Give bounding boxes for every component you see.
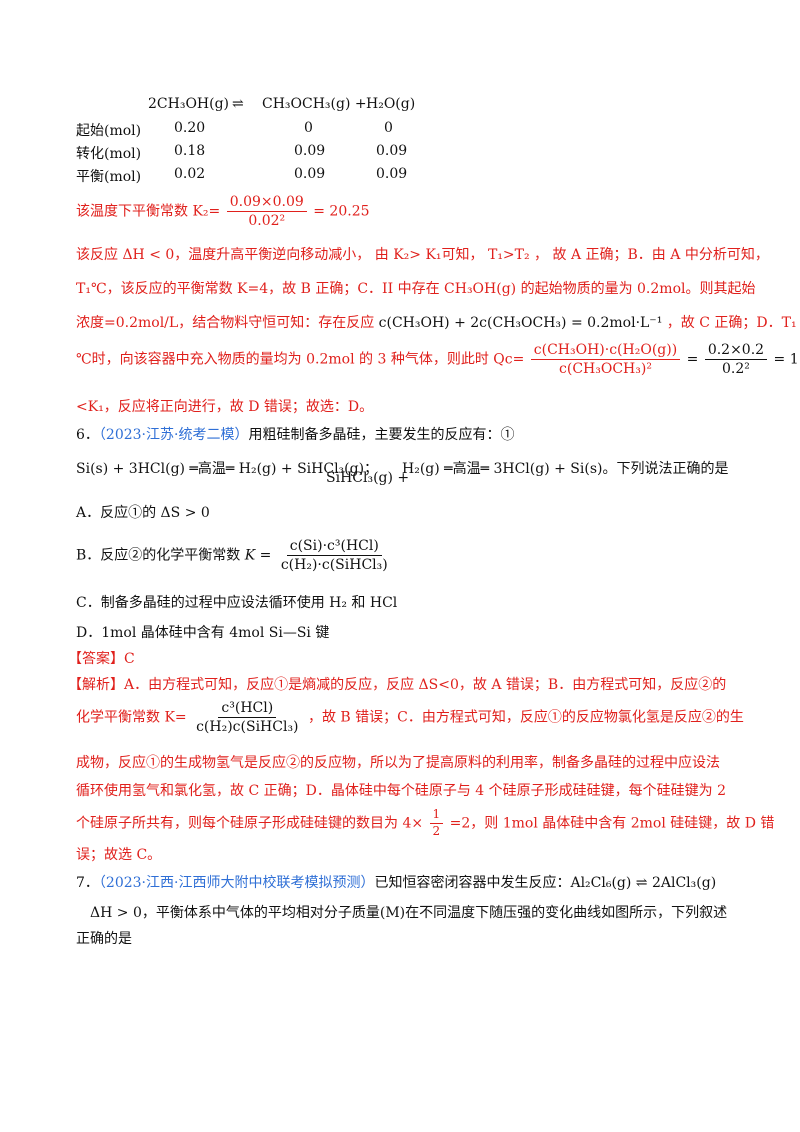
option-c: C．制备多晶硅的过程中应设法循环使用 H₂ 和 HCl: [76, 595, 398, 611]
reaction-equation-1: Si(s) + 3HCl(g) ═高温═ H₂(g) + SiHCl₃(g)；: [76, 461, 379, 477]
qc-value-fraction: 0.2×0.2 0.2²: [704, 342, 768, 378]
conservation-equation: c(CH₃OH) + 2c(CH₃OCH₃) = 0.2mol·L⁻¹: [378, 315, 663, 331]
qc-denominator: c(CH₃OCH₃)²: [559, 361, 652, 378]
explanation-fraction: c³(HCl) c(H₂)c(SiHCl₃): [193, 700, 301, 735]
option-a: A．反应①的 ΔS > 0: [76, 505, 210, 521]
table-cell: 0: [384, 120, 393, 136]
half-numerator: 1: [429, 807, 444, 824]
k2-denominator: 0.02²: [248, 213, 286, 230]
k2-prefix: 该温度下平衡常数 K₂=: [76, 203, 221, 220]
table-row-label: 平衡(mol): [76, 169, 142, 185]
question-stem: 已知恒容密闭容器中发生反应：: [374, 875, 571, 891]
qc-fraction: c(CH₃OH)·c(H₂O(g)) c(CH₃OCH₃)²: [530, 342, 681, 378]
reaction-equation-2: H₂(g) ═高温═ 3HCl(g) + Si(s): [402, 461, 603, 477]
qc-numerator: c(CH₃OH)·c(H₂O(g)): [530, 342, 681, 361]
answer-label: 【答案】C: [68, 651, 135, 667]
reaction-equation-2-rest: H₂(g) ═高温═ 3HCl(g) + Si(s)。下列说法正确的是: [402, 458, 728, 478]
table-cell: 0: [304, 120, 313, 136]
solution-line-1: 该反应 ΔH < 0，温度升高平衡逆向移动减小， 由 K₂> K₁可知， T₁>…: [76, 247, 769, 263]
k2-result: = 20.25: [313, 203, 370, 220]
question-7-stem: 7．（2023·江西·江西师大附中校联考模拟预测）已知恒容密闭容器中发生反应：A…: [76, 872, 716, 892]
table-cell: 0.18: [174, 143, 206, 159]
explanation-text: A．由方程式可知，反应①是熵减的反应，反应 ΔS<0，故 A 错误；B．由方程式…: [124, 677, 727, 693]
solution-line-4-text: ℃时，向该容器中充入物质的量均为 0.2mol 的 3 种气体，则此时 Qc=: [76, 351, 525, 368]
k2-fraction: 0.09×0.09 0.02²: [226, 194, 307, 230]
explanation-line-1: 【解析】A．由方程式可知，反应①是熵减的反应，反应 ΔS<0，故 A 错误；B．…: [68, 674, 726, 694]
question-7-line-3: 正确的是: [76, 931, 132, 947]
question-prompt: 。下列说法正确的是: [602, 461, 729, 477]
solution-line-3: 浓度=0.2mol/L，结合物料守恒可知：存在反应 c(CH₃OH) + 2c(…: [76, 312, 797, 332]
explanation-line-5-tail: =2，则 1mol 晶体硅中含有 2mol 硅硅键，故 D 错: [449, 815, 775, 832]
question-7-line-2: ΔH > 0，平衡体系中气体的平均相对分子质量(M)在不同温度下随压强的变化曲线…: [90, 905, 728, 921]
option-b-denominator: c(H₂)·c(SiHCl₃): [280, 557, 388, 574]
table-cell: 0.09: [294, 143, 326, 159]
table-header-product2: H₂O(g): [366, 96, 416, 112]
question-source: （2023·江苏·统考二模）: [98, 427, 249, 443]
solution-line-3-text: 浓度=0.2mol/L，结合物料守恒可知：存在反应: [76, 315, 375, 331]
qc-result: = 1: [773, 351, 799, 368]
option-b-text: B．反应②的化学平衡常数: [76, 547, 241, 564]
table-header-product1: CH₃OCH₃(g) +: [262, 96, 367, 112]
explanation-line-2-tail: ，故 B 错误；C．由方程式可知，反应①的反应物氯化氢是反应②的生: [307, 709, 744, 726]
reaction-equation-2-reactant: SiHCl₃(g) +: [326, 470, 410, 486]
option-b: B．反应②的化学平衡常数 K = c(Si)·c³(HCl) c(H₂)·c(S…: [76, 538, 393, 573]
solution-line-4: ℃时，向该容器中充入物质的量均为 0.2mol 的 3 种气体，则此时 Qc= …: [76, 342, 799, 378]
question-stem: 用粗硅制备多晶硅，主要发生的反应有：①: [248, 427, 515, 443]
table-cell: 0.09: [376, 143, 408, 159]
solution-line-2: T₁℃，该反应的平衡常数 K=4，故 B 正确；C．II 中存在 CH₃OH(g…: [76, 281, 756, 297]
explanation-line-3: 成物，反应①的生成物氢气是反应②的反应物，所以为了提高原料的利用率，制备多晶硅的…: [76, 755, 720, 771]
question-source: （2023·江西·江西师大附中校联考模拟预测）: [98, 875, 375, 891]
explanation-line-2: 化学平衡常数 K= c³(HCl) c(H₂)c(SiHCl₃) ，故 B 错误…: [76, 700, 744, 735]
table-row-label: 转化(mol): [76, 146, 142, 162]
explanation-line-5-text: 个硅原子所共有，则每个硅原子形成硅硅键的数目为 4×: [76, 815, 424, 832]
option-d: D．1mol 晶体硅中含有 4mol Si—Si 键: [76, 625, 330, 641]
explanation-k-text: 化学平衡常数 K=: [76, 709, 187, 726]
table-header-reactant: 2CH₃OH(g): [148, 96, 230, 112]
question-6-stem: 6．（2023·江苏·统考二模）用粗硅制备多晶硅，主要发生的反应有：①: [76, 424, 514, 444]
explanation-denominator: c(H₂)c(SiHCl₃): [196, 719, 299, 736]
reaction-equation: Al₂Cl₆(g) ⇌ 2AlCl₃(g): [570, 875, 717, 891]
table-row-label: 起始(mol): [76, 123, 142, 139]
solution-line-5: <K₁，反应将正向进行，故 D 错误；故选：D。: [76, 399, 374, 415]
qc-value-numerator: 0.2×0.2: [704, 342, 768, 361]
k2-numerator: 0.09×0.09: [226, 194, 307, 213]
table-header-arrow: ⇌: [232, 96, 244, 112]
table-cell: 0.09: [376, 166, 408, 182]
explanation-line-6: 误；故选 C。: [76, 847, 162, 863]
explanation-numerator: c³(HCl): [218, 700, 277, 719]
option-b-fraction: c(Si)·c³(HCl) c(H₂)·c(SiHCl₃): [278, 538, 391, 573]
explanation-label: 【解析】: [68, 677, 124, 693]
half-denominator: 2: [432, 823, 441, 838]
question-number: 6．: [76, 427, 99, 443]
table-cell: 0.02: [174, 166, 206, 182]
table-cell: 0.20: [174, 120, 206, 136]
half-fraction: 1 2: [429, 807, 444, 839]
qc-value-denominator: 0.2²: [722, 361, 750, 378]
k2-line: 该温度下平衡常数 K₂= 0.09×0.09 0.02² = 20.25: [76, 194, 370, 229]
explanation-line-4: 循环使用氢气和氯化氢，故 C 正确；D．晶体硅中每个硅原子与 4 个硅原子形成硅…: [76, 783, 726, 799]
option-b-numerator: c(Si)·c³(HCl): [286, 538, 382, 557]
option-b-k: K =: [244, 547, 272, 564]
question-number: 7．: [76, 875, 99, 891]
solution-line-3-tail: ，故 C 正确；D．T₁: [666, 315, 797, 331]
table-cell: 0.09: [294, 166, 326, 182]
explanation-line-5: 个硅原子所共有，则每个硅原子形成硅硅键的数目为 4× 1 2 =2，则 1mol…: [76, 807, 775, 839]
